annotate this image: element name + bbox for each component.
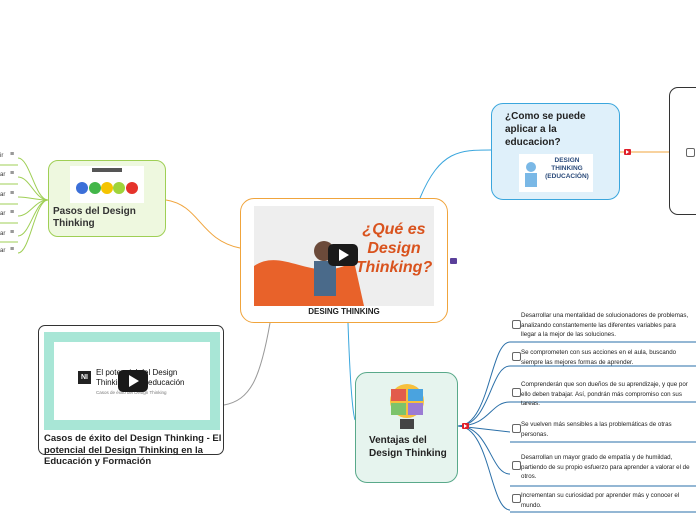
casos-video-thumbnail[interactable]: NI El potencial del Design Thinking en l… [44,332,220,430]
flag-icon[interactable] [462,423,469,429]
ventaja-item: Desarrollan un mayor grado de empatía y … [521,454,690,480]
como-node[interactable]: ¿Como se puede aplicar a la educacion? D… [491,103,620,200]
ventaja-item: Desarrollar una mentalidad de solucionad… [521,312,689,338]
checkbox[interactable] [512,352,521,361]
menu-icon[interactable]: ≡ [10,190,15,197]
checkbox[interactable] [686,148,695,157]
logo-icon: NI [78,371,91,384]
como-image: DESIGN THINKING (EDUCACIÓN) [519,154,593,192]
ventaja-item: Comprenderán que son dueños de su aprend… [521,381,688,407]
play-icon[interactable] [118,370,148,392]
como-label: ¿Como se puede aplicar a la educacion? [505,111,586,148]
como-image-text: DESIGN THINKING (EDUCACIÓN) [545,157,589,180]
casos-node[interactable]: NI El potencial del Design Thinking en l… [38,325,224,467]
menu-icon[interactable]: ≡ [10,246,15,253]
ventaja-item: Incrementan su curiosidad por aprender m… [521,492,680,509]
lightbulb-icon [390,384,424,429]
checkbox[interactable] [512,494,521,503]
checkbox[interactable] [512,461,521,470]
left-item[interactable]: ar [0,211,6,217]
checkbox[interactable] [512,388,521,397]
left-item[interactable]: ir [0,153,4,159]
menu-icon[interactable]: ≡ [10,170,15,177]
casos-video-subtitle: Casos de éxito del Design Thinking [96,390,167,395]
pasos-node[interactable]: Pasos del Design Thinking [48,160,166,237]
menu-icon[interactable]: ≡ [10,209,15,216]
right-node[interactable] [669,87,696,215]
menu-icon[interactable]: ≡ [10,151,15,158]
checkbox[interactable] [512,320,521,329]
ventaja-item: Se vuelven más sensibles a las problemát… [521,421,672,438]
ventajas-label: Ventajas del Design Thinking [369,435,447,459]
central-video-thumbnail[interactable]: ¿Qué es Design Thinking? [254,206,434,306]
left-item[interactable]: ar [0,192,6,198]
pasos-label: Pasos del Design Thinking [53,206,136,229]
flag-icon[interactable] [624,149,631,155]
people-icon [525,162,537,187]
central-title: DESING THINKING [308,307,380,316]
pasos-image [70,166,144,203]
left-item[interactable]: ar [0,172,6,178]
collapse-toggle[interactable] [450,258,457,264]
ventajas-node[interactable]: Ventajas del Design Thinking [355,372,458,483]
design-thinking-steps-icon [76,168,138,194]
checkbox[interactable] [512,424,521,433]
left-item[interactable]: ar [0,248,6,254]
casos-label: Casos de éxito del Design Thinking - El … [44,433,222,467]
ventaja-item: Se comprometen con sus acciones en el au… [521,349,677,366]
video-heading: ¿Qué es Design Thinking? [355,221,433,276]
menu-icon[interactable]: ≡ [10,229,15,236]
play-icon[interactable] [328,244,358,266]
left-item[interactable]: ar [0,231,6,237]
central-node[interactable]: ¿Qué es Design Thinking? DESING THINKING [240,198,448,323]
